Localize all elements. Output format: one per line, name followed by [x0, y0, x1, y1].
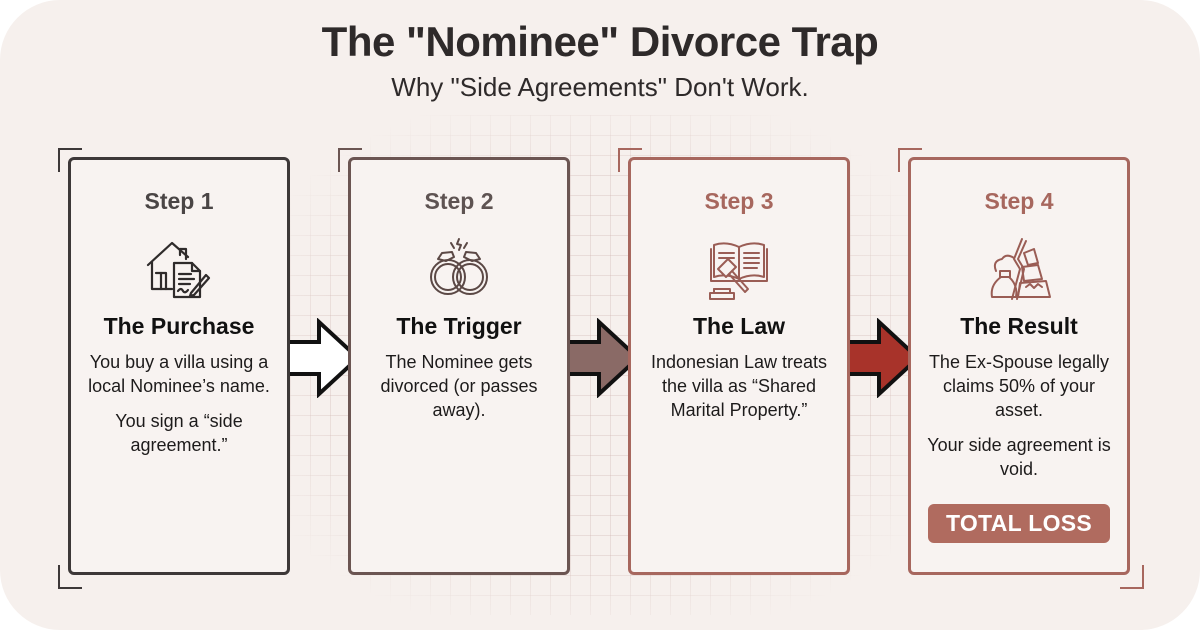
step-label: Step 3	[704, 188, 774, 214]
corner-bracket	[338, 148, 362, 172]
step-body-text: Your side agreement is void.	[927, 435, 1111, 479]
corner-bracket	[1120, 565, 1144, 589]
step-body: You buy a villa using a local Nominee’s …	[71, 350, 287, 457]
law-book-gavel-icon	[709, 242, 768, 300]
step-card-2: Step 2 The Trigger The Nominee gets divo…	[348, 157, 570, 575]
step-card-1: Step 1 The Purchase You buy a villa usin…	[68, 157, 290, 575]
step-heading: The Law	[692, 313, 785, 339]
corner-bracket	[58, 565, 82, 589]
total-loss-badge: TOTAL LOSS	[927, 504, 1111, 543]
step-body: Indonesian Law treats the villa as “Shar…	[631, 350, 847, 422]
step-body-text: The Ex-Spouse legally claims 50% of your…	[928, 352, 1110, 420]
step-heading: The Result	[960, 313, 1078, 339]
step-label: Step 2	[424, 188, 494, 214]
step-heading: The Purchase	[103, 313, 255, 339]
step-body: The Ex-Spouse legally claims 50% of your…	[911, 350, 1127, 481]
broken-rings-icon	[430, 238, 488, 295]
step-body-text: Indonesian Law treats the villa as “Shar…	[650, 352, 828, 420]
corner-bracket	[58, 148, 82, 172]
house-document-icon	[146, 241, 211, 299]
corner-bracket	[618, 148, 642, 172]
step-body-text: You sign a “side agreement.”	[115, 411, 243, 455]
step-body-text: You buy a villa using a local Nominee’s …	[88, 352, 270, 396]
step-heading: The Trigger	[396, 313, 522, 339]
step-body-text: The Nominee gets divorced (or passes awa…	[380, 352, 538, 420]
page-subtitle: Why "Side Agreements" Don't Work.	[391, 72, 809, 102]
split-assets-icon	[990, 238, 1051, 300]
step-card-3: Step 3 The Law Indonesian Law treats the…	[628, 157, 850, 575]
step-card-4: Step 4 The Result The Ex-Spouse legally …	[908, 157, 1130, 575]
step-body: The Nominee gets divorced (or passes awa…	[351, 350, 567, 422]
step-label: Step 1	[144, 188, 214, 214]
corner-bracket	[898, 148, 922, 172]
step-label: Step 4	[984, 188, 1054, 214]
page-title: The "Nominee" Divorce Trap	[321, 18, 879, 65]
